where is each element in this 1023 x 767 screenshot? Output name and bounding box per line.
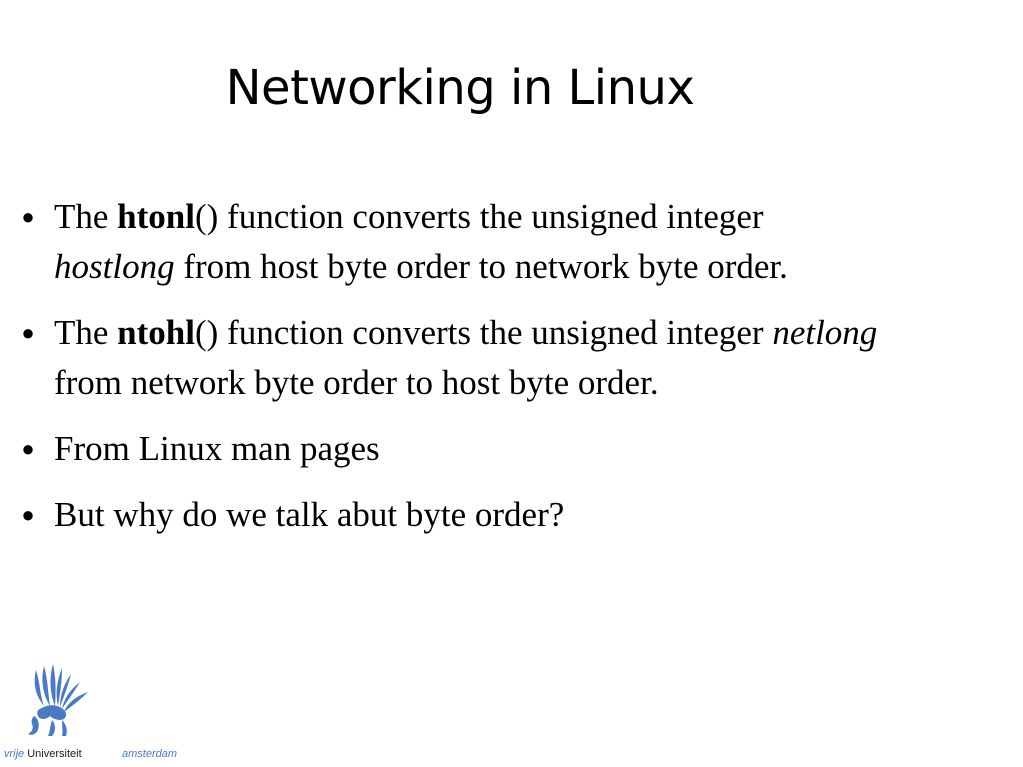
bullet-dot-icon: ● [21, 204, 35, 229]
bullet-text: But why do we talk abut byte order? [54, 495, 565, 534]
bullet-text: The htonl() function converts the unsign… [54, 197, 788, 286]
bullet-dot-icon: ● [21, 502, 35, 527]
bullet-list: ● The htonl() function converts the unsi… [18, 192, 878, 556]
parameter-name: netlong [772, 313, 878, 352]
logo-word-amsterdam: amsterdam [122, 748, 178, 760]
bullet-text: The ntohl() function converts the unsign… [54, 313, 878, 402]
bullet-item: ● But why do we talk abut byte order? [18, 490, 878, 540]
bullet-dot-icon: ● [21, 436, 35, 461]
function-name: ntohl [117, 313, 195, 352]
bullet-item: ● From Linux man pages [18, 424, 878, 474]
griffin-logo-icon [28, 664, 88, 736]
slide-title: Networking in Linux [225, 60, 695, 116]
bullet-text: From Linux man pages [54, 429, 380, 468]
bullet-item: ● The htonl() function converts the unsi… [18, 192, 878, 292]
university-logo: vrije Universiteit amsterdam [0, 662, 200, 767]
logo-word-universiteit: Universiteit [27, 748, 82, 760]
logo-wordmark: vrije Universiteit [4, 748, 82, 760]
bullet-item: ● The ntohl() function converts the unsi… [18, 308, 878, 408]
function-name: htonl [117, 197, 195, 236]
logo-word-vrije: vrije [4, 748, 25, 760]
bullet-dot-icon: ● [21, 320, 35, 345]
parameter-name: hostlong [54, 247, 175, 286]
